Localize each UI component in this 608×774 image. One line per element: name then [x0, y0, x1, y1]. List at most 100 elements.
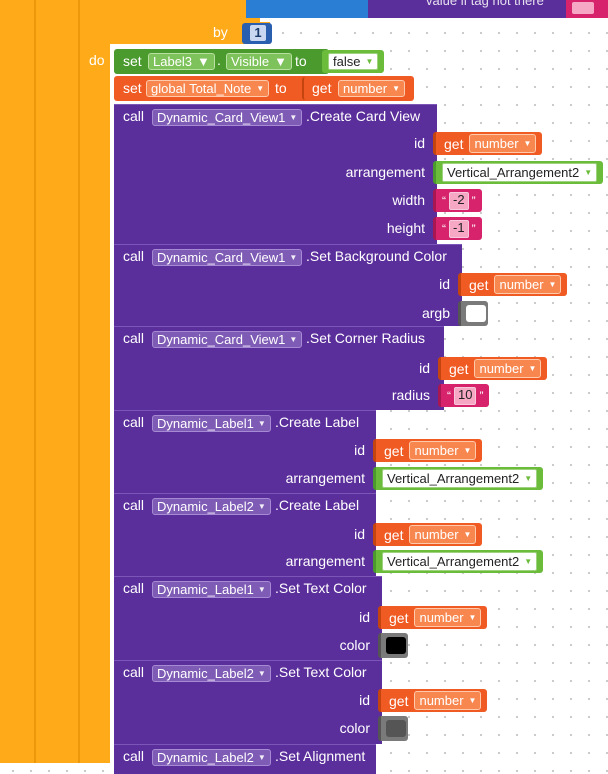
component-block[interactable]: Vertical_Arrangement2▼: [373, 550, 544, 573]
component-dropdown[interactable]: Dynamic_Card_View1▼: [152, 109, 303, 126]
color-block[interactable]: [458, 301, 488, 326]
component-dropdown[interactable]: Dynamic_Label2▼: [152, 498, 271, 515]
component-dropdown[interactable]: Dynamic_Label1▼: [152, 415, 271, 432]
by-row[interactable]: [80, 22, 270, 44]
param-label-radius: radius: [391, 387, 430, 403]
color-swatch[interactable]: [386, 720, 406, 737]
component-dropdown[interactable]: Dynamic_Label2▼: [152, 749, 271, 766]
chevron-down-icon: ▼: [274, 54, 287, 69]
chevron-down-icon: ▼: [197, 54, 210, 69]
call-label: call: [123, 748, 145, 764]
text-value[interactable]: -1: [449, 219, 469, 238]
boolean-dropdown[interactable]: false▼: [328, 53, 379, 70]
method-name: .Set Background Color: [306, 248, 447, 264]
variable-dropdown[interactable]: number▼: [338, 80, 405, 97]
call-label: call: [123, 497, 145, 513]
component-name: Dynamic_Card_View1: [157, 110, 286, 125]
method-name: .Set Alignment: [275, 748, 366, 764]
chevron-down-icon: ▼: [524, 474, 533, 483]
for-range-top-band[interactable]: [80, 0, 260, 22]
component-dropdown[interactable]: Dynamic_Label2▼: [152, 665, 271, 682]
block-edge-line: [34, 0, 36, 763]
top-pink-block[interactable]: [566, 0, 608, 18]
variable-name: number: [414, 527, 459, 542]
procedure-call-block[interactable]: [114, 104, 437, 244]
call-label: call: [123, 414, 145, 430]
component-value-dropdown[interactable]: Vertical_Arrangement2 ▼: [382, 469, 538, 488]
for-range-block-outer[interactable]: [0, 0, 110, 763]
variable-name: number: [419, 693, 464, 708]
param-label-id: id: [439, 276, 450, 292]
chevron-down-icon: ▼: [365, 57, 374, 66]
top-blue-block[interactable]: [246, 0, 370, 18]
component-value-dropdown[interactable]: Vertical_Arrangement2▼: [382, 552, 538, 571]
chevron-down-icon: ▼: [289, 113, 298, 122]
get-label: get: [469, 276, 489, 293]
quote-open: “: [442, 193, 446, 208]
variable-dropdown[interactable]: number▼: [409, 525, 477, 544]
variable-dropdown[interactable]: number▼: [414, 608, 482, 627]
variable-dropdown[interactable]: number▼: [409, 441, 477, 460]
param-label-id: id: [359, 609, 370, 625]
get-block[interactable]: get number▼: [458, 273, 568, 296]
text-block[interactable]: “-1”: [433, 217, 482, 240]
method-name: .Create Label: [275, 497, 360, 513]
param-label-arrangement: arrangement: [345, 164, 425, 180]
get-block[interactable]: get number▼: [302, 77, 410, 100]
chevron-down-icon: ▼: [463, 446, 472, 455]
color-swatch[interactable]: [386, 637, 406, 654]
global-var-dropdown[interactable]: global Total_Note▼: [146, 80, 270, 97]
by-number-value[interactable]: 1: [250, 25, 266, 41]
component-dropdown[interactable]: Dynamic_Card_View1▼: [152, 249, 303, 266]
param-label-height: height: [386, 220, 425, 236]
component-dropdown[interactable]: Dynamic_Card_View1▼: [152, 331, 303, 348]
false-block[interactable]: false▼: [322, 50, 384, 73]
chevron-down-icon: ▼: [257, 419, 266, 428]
get-label: get: [384, 442, 404, 459]
color-swatch[interactable]: [466, 305, 486, 322]
component-value: Vertical_Arrangement2: [447, 165, 580, 180]
component-block[interactable]: Vertical_Arrangement2▼: [433, 161, 604, 184]
chevron-down-icon: ▼: [392, 84, 400, 93]
to-label: to: [295, 53, 307, 69]
text-block[interactable]: “10”: [438, 384, 490, 407]
color-block[interactable]: [378, 633, 408, 658]
get-block[interactable]: get number▼: [373, 439, 483, 462]
component-dropdown[interactable]: Label3▼: [148, 53, 215, 70]
top-purple-block[interactable]: value if tag not there: [368, 0, 568, 18]
text-value[interactable]: -2: [449, 191, 469, 210]
component-dropdown[interactable]: Dynamic_Label1▼: [152, 581, 271, 598]
param-label-argb: argb: [421, 305, 450, 321]
property-dropdown[interactable]: Visible▼: [226, 53, 292, 70]
component-name: Dynamic_Label1: [157, 416, 254, 431]
color-block[interactable]: [378, 716, 408, 741]
component-value-dropdown[interactable]: Vertical_Arrangement2▼: [442, 163, 598, 182]
text-block[interactable]: “-2”: [433, 189, 482, 212]
call-label: call: [123, 664, 145, 680]
component-name: Dynamic_Label2: [157, 750, 254, 765]
component-value: Vertical_Arrangement2: [387, 471, 520, 486]
variable-dropdown[interactable]: number▼: [469, 134, 537, 153]
by-number-block[interactable]: 1: [242, 23, 272, 44]
method-name: .Set Text Color: [275, 664, 367, 680]
component-name: Dynamic_Card_View1: [157, 250, 286, 265]
param-label-id: id: [354, 442, 365, 458]
chevron-down-icon: ▼: [468, 696, 477, 705]
get-label: get: [312, 80, 332, 96]
chevron-down-icon: ▼: [257, 502, 266, 511]
component-value: Vertical_Arrangement2: [387, 554, 520, 569]
text-value[interactable]: 10: [454, 386, 477, 405]
variable-dropdown[interactable]: number▼: [494, 275, 562, 294]
variable-dropdown[interactable]: number▼: [474, 359, 542, 378]
variable-name: number: [499, 277, 544, 292]
variable-dropdown[interactable]: number ▼: [414, 691, 482, 710]
quote-open: “: [442, 221, 446, 236]
component-block[interactable]: Vertical_Arrangement2 ▼: [373, 467, 544, 490]
dot-label: .: [217, 52, 221, 68]
chevron-down-icon: ▼: [289, 335, 298, 344]
